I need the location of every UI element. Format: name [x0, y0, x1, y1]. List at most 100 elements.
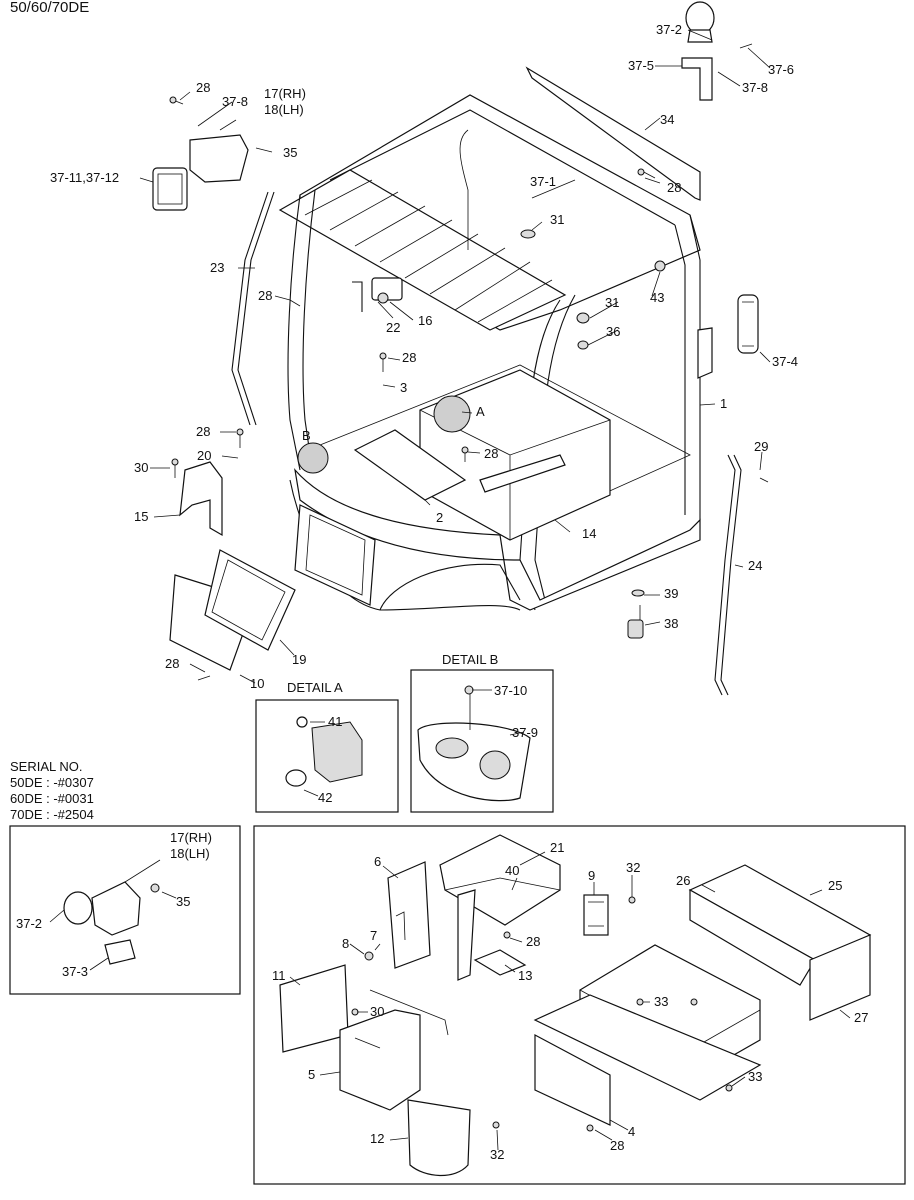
callout-37-1: 37-1: [530, 174, 556, 189]
rear-lamp: [737, 294, 759, 354]
detail-a-part: [311, 721, 363, 783]
callout-b28a: 28: [526, 934, 540, 949]
inset-35: 35: [176, 894, 190, 909]
callout-31a: 31: [550, 212, 564, 227]
callout-37-10: 37-10: [494, 683, 527, 698]
callout-17rh: 17(RH): [264, 86, 306, 101]
callout-b4: 4: [628, 1124, 635, 1139]
callout-b5: 5: [308, 1067, 315, 1082]
callout-b40: 40: [505, 863, 519, 878]
inset-37-3: 37-3: [62, 964, 88, 979]
callout-37-11: 37-11,37-12: [50, 170, 119, 185]
marker-a: A: [476, 404, 485, 419]
callout-b33b: 33: [748, 1069, 762, 1084]
callout-b27: 27: [854, 1010, 868, 1025]
early-serial-inset: 17(RH) 18(LH) 37-2 35 37-3: [9, 825, 241, 995]
callout-b11: 11: [272, 968, 286, 983]
handrail-left: [231, 191, 269, 426]
inset-18lh: 18(LH): [170, 846, 210, 861]
serial-line-50de: 50DE : -#0307: [10, 775, 94, 790]
callout-b21: 21: [550, 840, 564, 855]
serial-line-60de: 60DE : -#0031: [10, 791, 94, 806]
cap-31b: [576, 312, 590, 324]
callout-b13: 13: [518, 968, 532, 983]
inset-17rh: 17(RH): [170, 830, 212, 845]
marker-b: B: [302, 428, 311, 443]
callout-b26: 26: [676, 873, 690, 888]
work-lamp: [152, 167, 188, 211]
floor-plate: [353, 429, 467, 501]
callout-28c: 28: [258, 288, 272, 303]
callout-b6: 6: [374, 854, 381, 869]
callout-16: 16: [418, 313, 432, 328]
callout-b8: 8: [342, 936, 349, 951]
callout-31b: 31: [605, 295, 619, 310]
panel-4: [534, 1034, 611, 1126]
lower-parts-box: [253, 825, 906, 1185]
front-grille: [294, 504, 376, 606]
callout-35a: 35: [283, 145, 297, 160]
callout-34: 34: [660, 112, 674, 127]
callout-b32a: 32: [626, 860, 640, 875]
callout-37-9: 37-9: [512, 725, 538, 740]
callout-30a: 30: [134, 460, 148, 475]
callout-41: 41: [328, 714, 342, 729]
callout-3: 3: [400, 380, 407, 395]
serial-info: SERIAL NO. 50DE : -#0307 60DE : -#0031 7…: [10, 759, 94, 822]
callout-b30: 30: [370, 1004, 384, 1019]
grommet-36: [577, 340, 589, 350]
inset-beacon: [63, 891, 93, 925]
serial-heading: SERIAL NO.: [10, 759, 82, 774]
callout-36: 36: [606, 324, 620, 339]
callout-10: 10: [250, 676, 264, 691]
callout-37-8a: 37-8: [742, 80, 768, 95]
callout-28a: 28: [667, 180, 681, 195]
callout-b7: 7: [370, 928, 377, 943]
callout-20: 20: [197, 448, 211, 463]
callout-37-2: 37-2: [656, 22, 682, 37]
callout-b28b: 28: [610, 1138, 624, 1153]
detail-b-box: DETAIL B 37-10 37-9: [410, 652, 554, 813]
plate-11: [279, 964, 349, 1053]
inset-bracket: [104, 939, 136, 965]
detail-b-circle: [297, 442, 329, 474]
cap-31a: [520, 229, 536, 239]
detail-a-title: DETAIL A: [287, 680, 343, 695]
detail-a-circle: [433, 395, 471, 433]
detail-a-box: DETAIL A 41 42: [255, 680, 399, 813]
callouts-lower: 6 21 40 9 32 26 25 7 8 28 13 11 30 33 27…: [272, 840, 868, 1162]
callout-28g: 28: [165, 656, 179, 671]
callout-b9: 9: [588, 868, 595, 883]
callout-37-5: 37-5: [628, 58, 654, 73]
callout-37-8b: 37-8: [222, 94, 248, 109]
side-panel-27: [809, 934, 871, 1021]
callout-b33a: 33: [654, 994, 668, 1009]
callout-15: 15: [134, 509, 148, 524]
bracket-15: [179, 461, 223, 537]
callout-14: 14: [582, 526, 596, 541]
mount-38: [627, 619, 644, 639]
callout-37-4: 37-4: [772, 354, 798, 369]
callout-28b: 28: [196, 80, 210, 95]
callout-1: 1: [720, 396, 727, 411]
inset-37-2: 37-2: [16, 916, 42, 931]
callout-42: 42: [318, 790, 332, 805]
callout-23: 23: [210, 260, 224, 275]
callout-22: 22: [386, 320, 400, 335]
bracket-13: [473, 949, 527, 976]
callout-24: 24: [748, 558, 762, 573]
detail-b-title: DETAIL B: [442, 652, 498, 667]
roof-guard: [278, 169, 567, 331]
support-beam: [525, 66, 701, 201]
plate-9: [583, 894, 609, 936]
serial-line-70de: 70DE : -#2504: [10, 807, 94, 822]
callout-28e: 28: [196, 424, 210, 439]
callout-19: 19: [292, 652, 306, 667]
callout-b32b: 32: [490, 1147, 504, 1162]
callout-39: 39: [664, 586, 678, 601]
callout-b12: 12: [370, 1131, 384, 1146]
cab-assembly: [139, 1, 771, 696]
callout-43: 43: [650, 290, 664, 305]
callout-18lh: 18(LH): [264, 102, 304, 117]
callout-38: 38: [664, 616, 678, 631]
